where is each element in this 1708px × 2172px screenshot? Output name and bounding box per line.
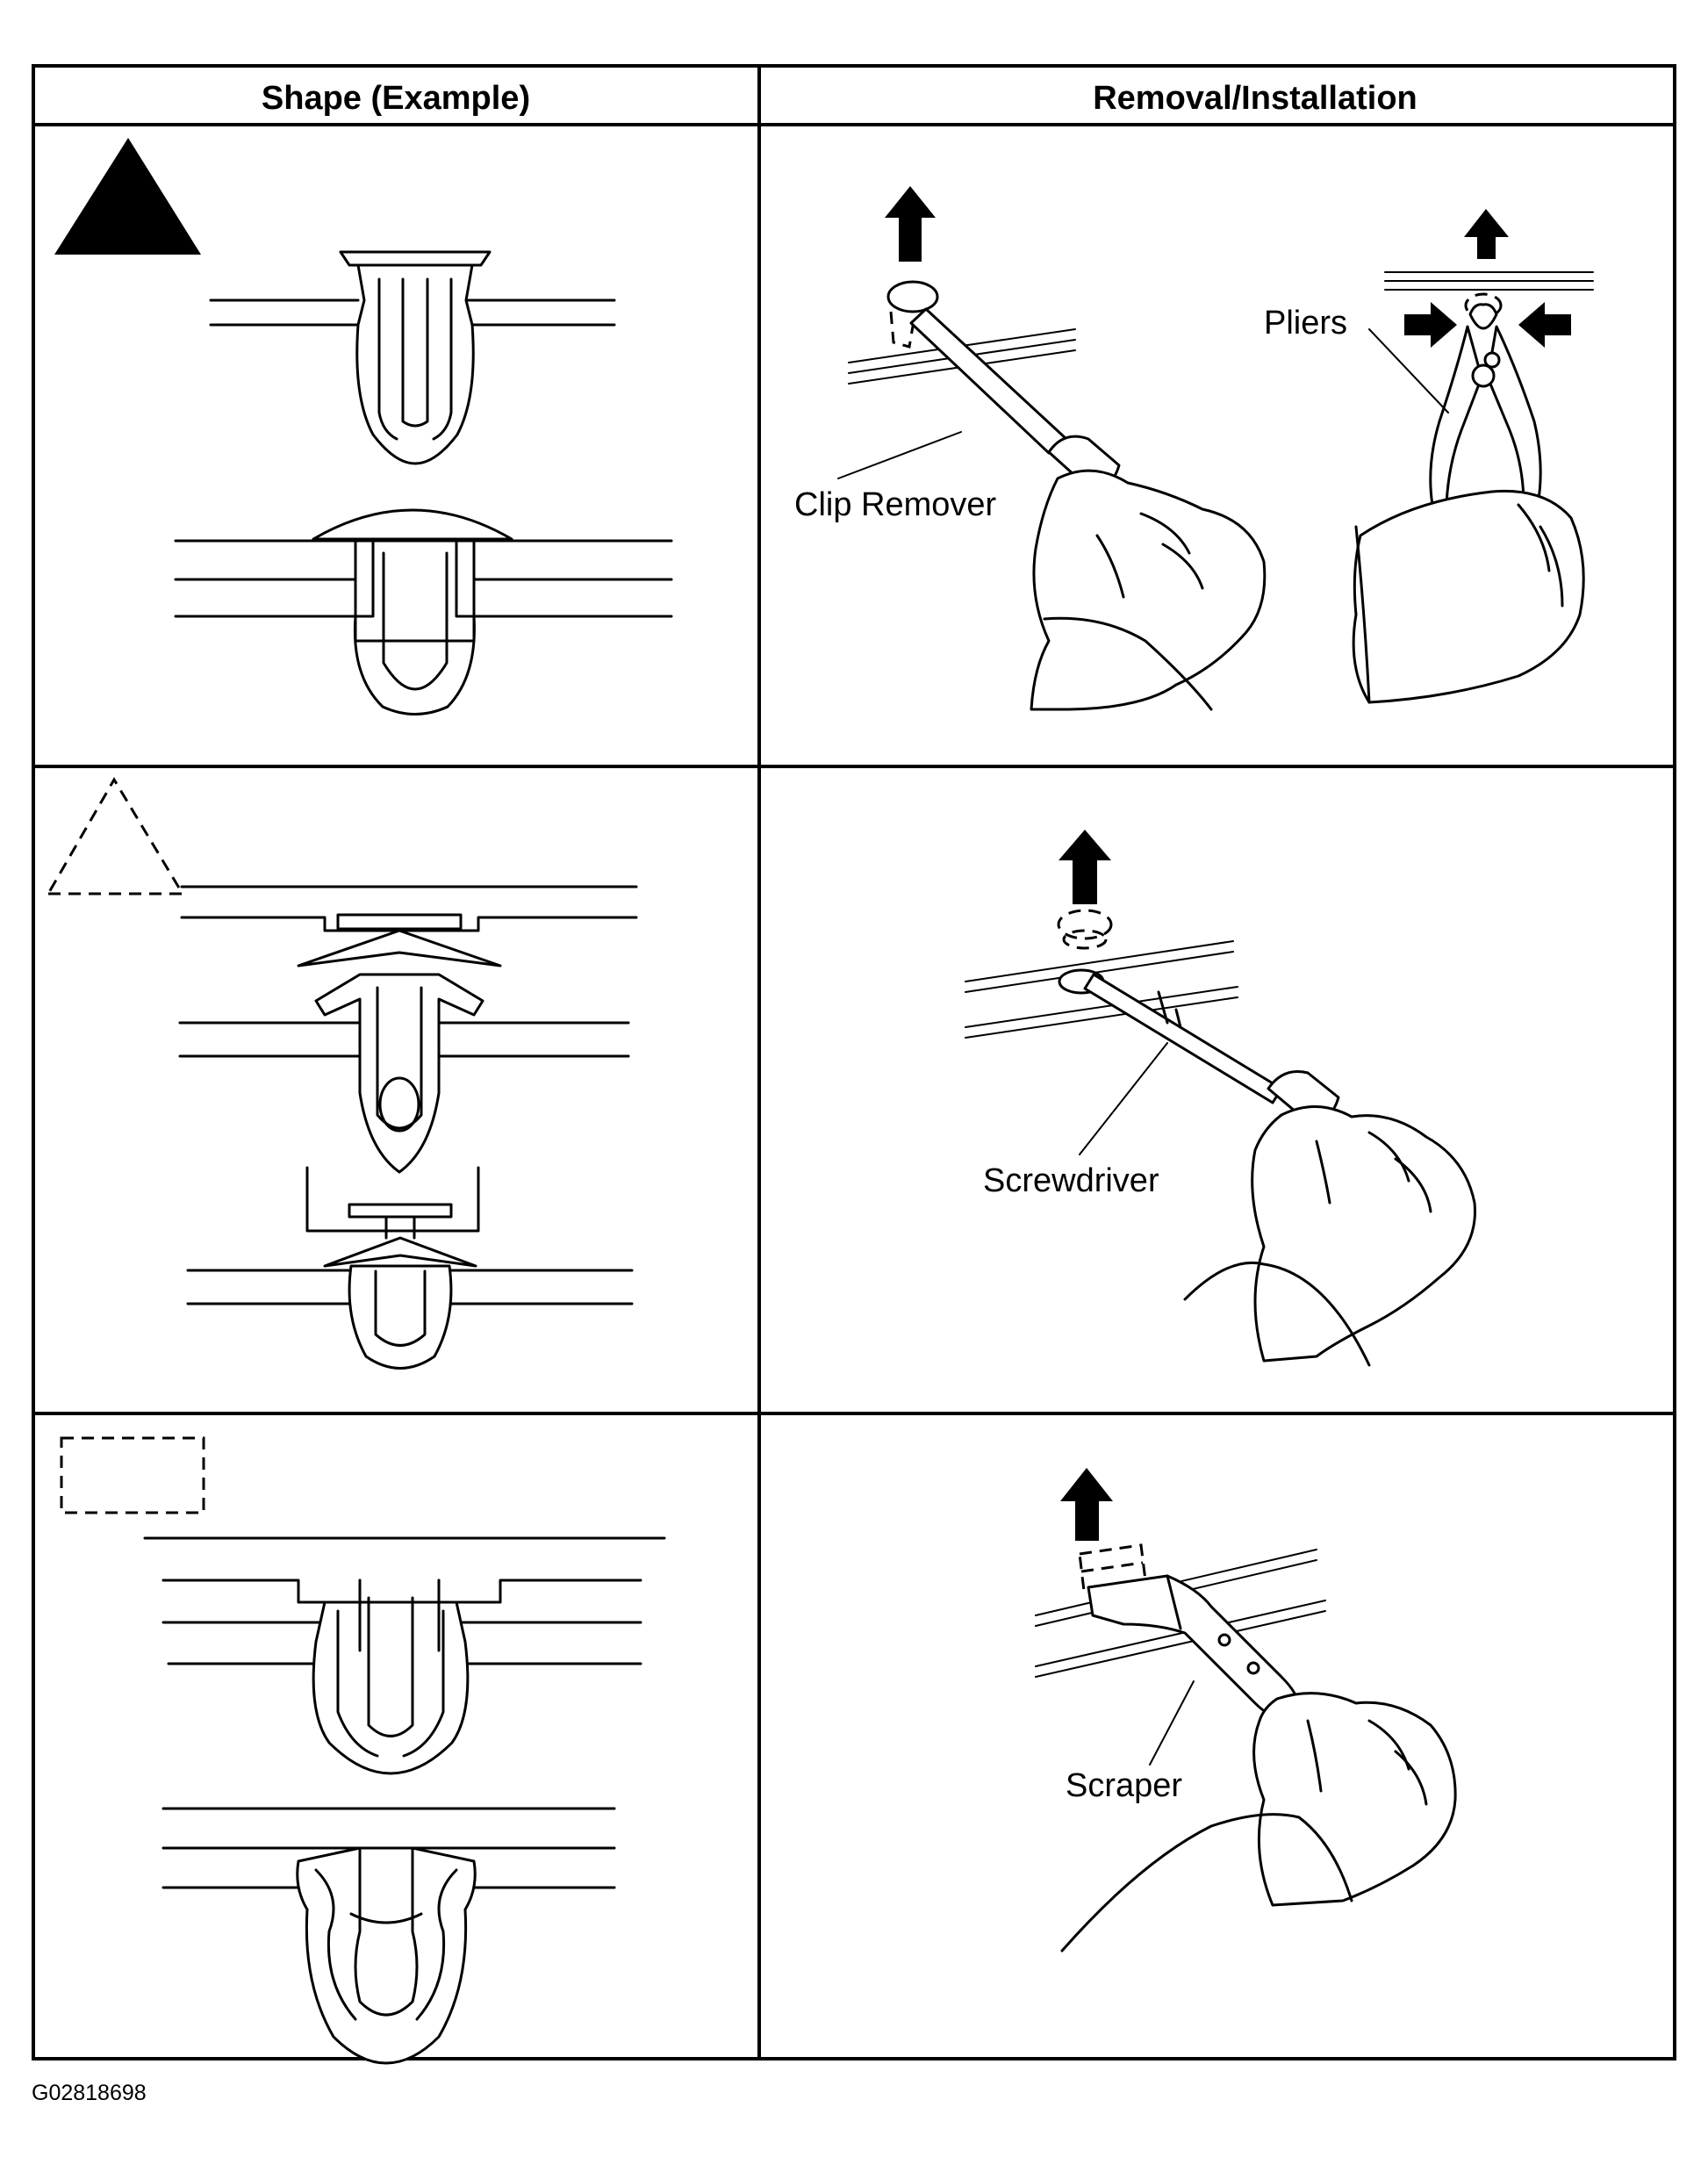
header-shape: Shape (Example)	[262, 80, 530, 117]
row3-removal-cell: Scraper	[1035, 1468, 1457, 1953]
gloved-hand-right	[1352, 489, 1585, 704]
clip-diagram-3a	[143, 1536, 666, 1775]
label-scraper: Scraper	[1066, 1767, 1182, 1804]
clip-remover-tool	[909, 307, 1068, 455]
gloved-hand	[1252, 1692, 1457, 1907]
header-removal-installation: Removal/Installation	[1093, 80, 1417, 117]
row3-shape-cell	[60, 1436, 666, 2065]
gloved-hand	[1251, 1105, 1476, 1363]
figure-code: G02818698	[32, 2081, 147, 2105]
clip-diagram-2a	[178, 885, 638, 1174]
label-pliers: Pliers	[1264, 305, 1347, 342]
row2-removal-cell: Screwdriver	[965, 830, 1476, 1367]
up-arrow-icon	[1060, 1468, 1113, 1541]
clip-diagram-1b	[174, 508, 673, 716]
row1-shape-cell	[54, 138, 673, 716]
squeeze-arrow-icon	[1404, 302, 1457, 348]
label-screwdriver: Screwdriver	[983, 1162, 1159, 1199]
table-grid	[32, 64, 1676, 2061]
scraper-tool	[1087, 1574, 1301, 1722]
gloved-hand-left	[1030, 469, 1267, 711]
up-arrow-icon	[1464, 209, 1509, 259]
up-arrow-icon	[885, 186, 936, 262]
row1-removal-cell: Clip Remover Pliers	[794, 186, 1594, 711]
screwdriver-tool	[1083, 973, 1283, 1104]
clip-diagram-3b	[161, 1807, 616, 2065]
label-clip-remover: Clip Remover	[794, 486, 997, 523]
pliers-tool	[1429, 325, 1483, 507]
clip-diagram-2b	[186, 1166, 634, 1370]
clip-diagram-1a	[209, 250, 616, 465]
row2-shape-cell	[46, 777, 638, 1370]
squeeze-arrow-icon	[1518, 302, 1571, 348]
dashed-rectangle-marker	[60, 1436, 205, 1514]
dashed-triangle-marker	[46, 777, 185, 895]
up-arrow-icon	[1059, 830, 1111, 904]
solid-triangle-marker	[54, 138, 201, 255]
